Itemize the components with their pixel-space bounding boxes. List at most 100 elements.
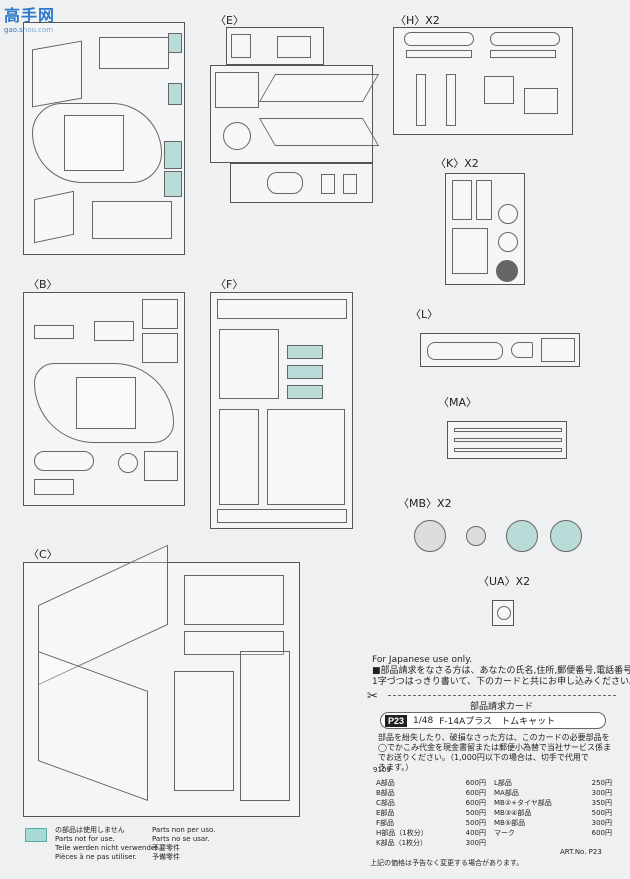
part-unused-a4	[164, 171, 182, 197]
sprue-mb-label: 〈MB〉X2	[398, 497, 452, 510]
part-ua-disc	[497, 606, 511, 620]
part-l-wind	[511, 342, 533, 358]
sprue-b-label: 〈B〉	[28, 278, 58, 291]
legend-en-line: 不要零件	[152, 844, 180, 852]
price-name: マーク	[494, 829, 515, 837]
part-ma-rod2	[454, 438, 562, 442]
price-name: F部品	[376, 819, 395, 827]
part-h-strut1	[416, 74, 426, 126]
part-panel-a	[92, 201, 172, 239]
part-e-small2	[343, 174, 357, 194]
watermark-url: gao.shou.com	[4, 26, 54, 34]
part-k-wheel1	[498, 204, 518, 224]
sprue-e-top-frame	[226, 27, 324, 65]
sprue-b-frame	[23, 292, 185, 506]
sprue-e-bottom-frame	[230, 163, 373, 203]
part-e-canopy	[267, 172, 303, 194]
price-value: 600円	[465, 799, 486, 807]
part-e-intake	[215, 72, 259, 108]
part-e2	[277, 36, 311, 58]
part-b-inner	[76, 377, 136, 429]
card-header: P23 1/48 F-14Aプラス トムキャット	[380, 712, 606, 729]
legend-jp-line: Parts not for use.	[55, 835, 115, 843]
card-body-line-1: 部品を紛失したり、破損なさった方は、このカードの必要部品を	[378, 733, 610, 742]
cut-line	[388, 695, 616, 696]
part-e-disc	[223, 122, 251, 150]
price-name: MB②+タイヤ部品	[494, 799, 552, 807]
sprue-f-label: 〈F〉	[215, 278, 244, 291]
card-body-line-2: ◯でかこみ代金を現金書留または郵便小為替で当社サービス係ま	[378, 743, 611, 752]
part-l-canopy	[427, 342, 503, 360]
price-value: 300円	[591, 819, 612, 827]
sprue-h-frame	[393, 27, 573, 135]
part-h-detail	[524, 88, 558, 114]
card-title: 部品請求カード	[470, 702, 534, 712]
part-mb-wheel1	[414, 520, 446, 552]
sprue-ma-label: 〈MA〉	[438, 396, 478, 409]
part-e-small1	[321, 174, 335, 194]
order-info: For Japanese use only. ■部品請求をなさる方は、あなたの氏…	[372, 655, 630, 688]
part-fuselage-lower	[32, 103, 162, 183]
part-l-clear	[541, 338, 575, 362]
price-value: 300円	[465, 839, 486, 847]
part-f-seat	[219, 329, 279, 399]
part-h-rail2	[490, 50, 556, 58]
price-value: 500円	[465, 809, 486, 817]
part-b4	[142, 333, 178, 363]
part-ma-rod3	[454, 448, 562, 452]
part-k-wheel2	[498, 232, 518, 252]
scale-text: 1/48	[413, 715, 434, 726]
price-value: 250円	[591, 779, 612, 787]
code-badge: P23	[385, 714, 408, 727]
part-h-gear	[484, 76, 514, 104]
legend-en-line: Parts non per uso.	[152, 826, 216, 834]
part-fuselage-inner	[64, 115, 124, 171]
part-c-wing2	[184, 575, 284, 625]
part-mb-wheel4	[550, 520, 582, 552]
part-h-tank1	[404, 32, 474, 46]
card-body: 部品を紛失したり、破損なさった方は、このカードの必要部品を ◯でかこみ代金を現金…	[378, 733, 618, 773]
sprue-k-frame	[445, 173, 525, 285]
price-name: H部品（1枚分）	[376, 829, 428, 837]
legend-jp-line: Teile werden nicht verwendet.	[55, 844, 161, 852]
sprue-e-main-frame	[210, 65, 380, 163]
sprue-l-frame	[420, 333, 580, 367]
part-f-top	[217, 299, 347, 319]
part-h-tank2	[490, 32, 560, 46]
price-name: B部品	[376, 789, 395, 797]
scissors-icon: ✂	[367, 688, 378, 703]
part-k-wheel3	[496, 260, 518, 282]
part-e-fin1	[258, 74, 380, 102]
sprue-ma-frame	[447, 421, 567, 459]
price-value: 600円	[465, 779, 486, 787]
part-stab-left	[34, 190, 74, 244]
part-f-missiles	[267, 409, 345, 505]
price-value: 600円	[465, 789, 486, 797]
card-body-line-4: きます。）	[378, 763, 414, 772]
order-line-2: 1字づつはっきり書いて、下のカードと共にお申し込みください。	[372, 677, 630, 687]
issue-code: 9109	[373, 766, 391, 774]
part-b-disc	[118, 453, 138, 473]
part-f-unused2	[287, 365, 323, 379]
part-b2	[94, 321, 134, 341]
price-value: 500円	[465, 819, 486, 827]
sprue-ua-label: 〈UA〉X2	[478, 575, 531, 588]
part-unused-a1	[168, 33, 182, 53]
sprue-h-label: 〈H〉X2	[395, 14, 440, 27]
price-value: 500円	[591, 809, 612, 817]
sprue-ua-frame	[492, 600, 514, 626]
part-ma-rod1	[454, 428, 562, 432]
part-f-bottom	[217, 509, 347, 523]
legend-jp-line: の部品は使用しません	[55, 826, 125, 834]
part-c-wing4	[38, 650, 148, 802]
part-b-plate	[144, 451, 178, 481]
watermark-logo: 高手网	[4, 6, 56, 25]
sprue-c-label: 〈C〉	[28, 548, 58, 561]
price-footnote: 上記の価格は予告なく変更する場合があります。	[370, 859, 524, 867]
price-name: MA部品	[494, 789, 519, 797]
part-wing-left	[32, 40, 82, 108]
